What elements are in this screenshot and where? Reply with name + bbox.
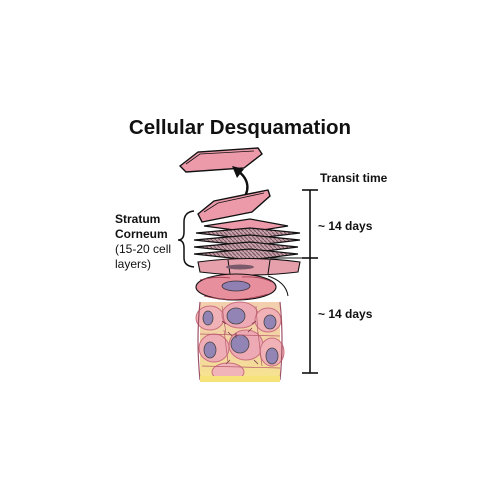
stratum-corneum-line2: Corneum xyxy=(115,227,168,241)
stratum-corneum-label: Stratum Corneum (15-20 cell layers) xyxy=(115,212,171,271)
lower-interval-label: ~ 14 days xyxy=(318,307,373,321)
stratum-corneum-layers xyxy=(193,218,301,261)
upper-interval-label: ~ 14 days xyxy=(318,219,373,233)
shed-corneocyte xyxy=(178,147,263,173)
transit-time-label: Transit time xyxy=(320,171,388,185)
diagram-title: Cellular Desquamation xyxy=(129,116,351,139)
stratum-corneum-line4: layers) xyxy=(115,257,151,271)
transit-time-timeline xyxy=(270,189,318,374)
stratum-corneum-brace xyxy=(177,210,195,268)
basal-layers xyxy=(195,301,285,382)
granular-layer xyxy=(195,257,301,301)
stratum-corneum-line1: Stratum xyxy=(115,212,160,226)
detaching-corneocyte xyxy=(197,189,271,223)
stratum-corneum-line3: (15-20 cell xyxy=(115,242,171,256)
